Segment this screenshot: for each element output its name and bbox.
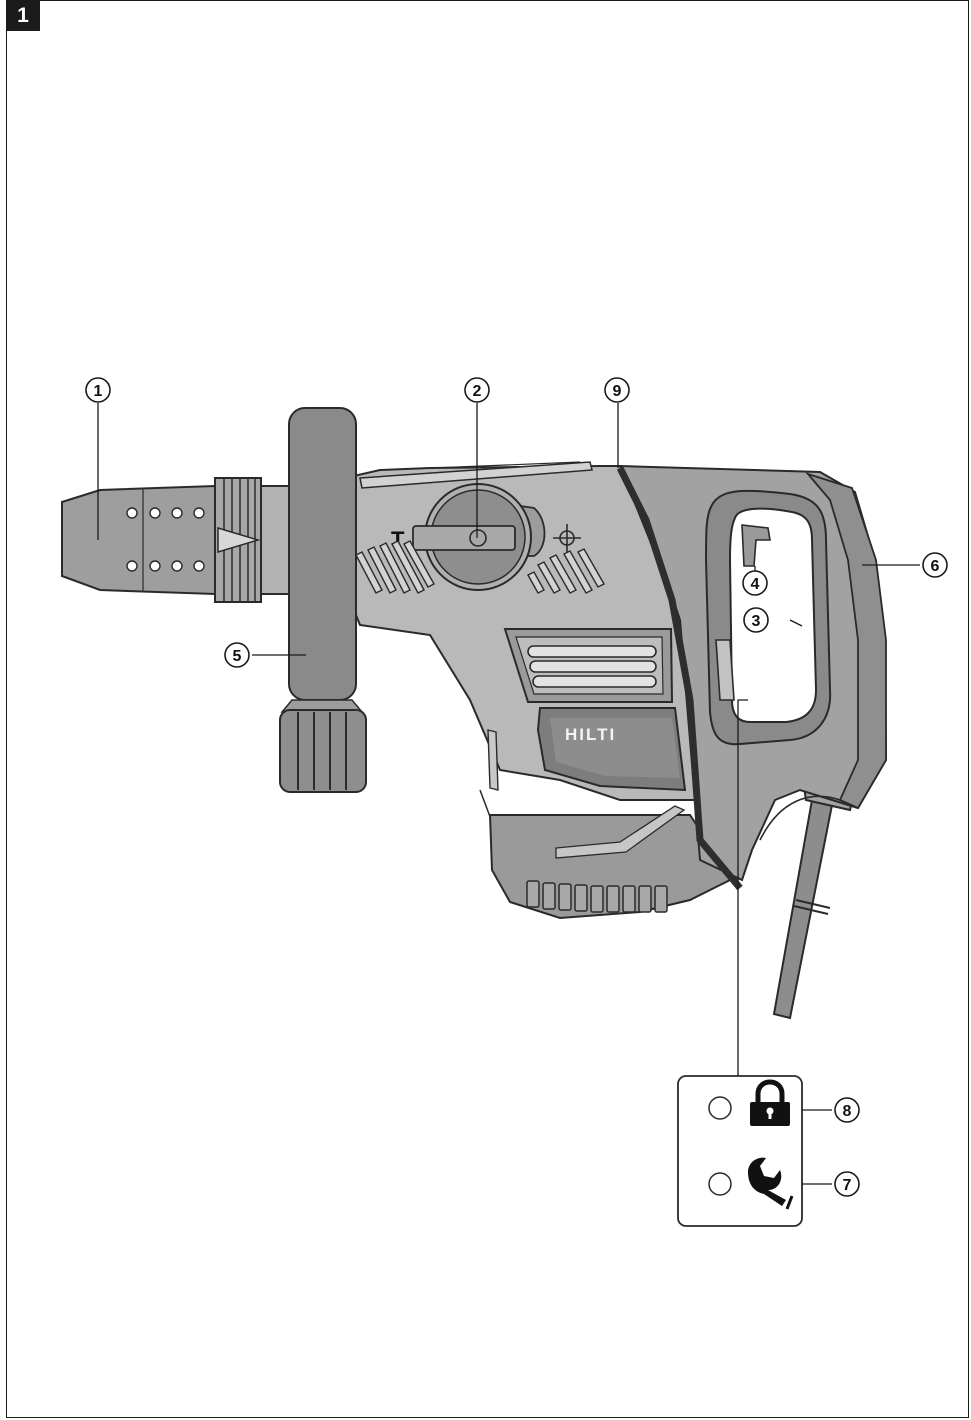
gear-housing bbox=[488, 805, 732, 920]
svg-text:4: 4 bbox=[751, 576, 760, 593]
callout-8: 8 bbox=[834, 1097, 860, 1123]
callout-4: 4 bbox=[742, 570, 768, 596]
lock-icon bbox=[750, 1079, 790, 1126]
cooling-slots-left bbox=[355, 540, 435, 594]
callout-6: 6 bbox=[922, 552, 948, 578]
callout-1: 1 bbox=[85, 377, 111, 403]
cooling-slots-right bbox=[527, 548, 605, 594]
side-handle bbox=[279, 407, 367, 793]
svg-text:8: 8 bbox=[843, 1103, 852, 1120]
svg-text:1: 1 bbox=[94, 383, 103, 400]
svg-text:9: 9 bbox=[613, 383, 622, 400]
service-indicator-lamp bbox=[708, 1172, 732, 1196]
svg-text:2: 2 bbox=[473, 383, 482, 400]
vent-grille bbox=[503, 628, 674, 703]
chuck bbox=[61, 477, 292, 603]
leader-lines bbox=[97, 403, 920, 1185]
function-selector: T bbox=[391, 483, 581, 591]
svg-text:5: 5 bbox=[233, 648, 242, 665]
callout-5: 5 bbox=[224, 642, 250, 668]
brand-label: HILTI bbox=[536, 707, 687, 792]
svg-text:3: 3 bbox=[752, 613, 761, 630]
callout-7: 7 bbox=[834, 1171, 860, 1197]
lock-indicator-lamp bbox=[708, 1096, 732, 1120]
lock-button bbox=[741, 524, 771, 567]
rotation-mode-icon bbox=[553, 524, 581, 552]
svg-text:6: 6 bbox=[931, 558, 940, 575]
side-latch bbox=[487, 729, 499, 791]
brand-text: HILTI bbox=[565, 725, 616, 744]
indicator-panel bbox=[677, 1075, 803, 1227]
callout-2: 2 bbox=[464, 377, 490, 403]
callout-3: 3 bbox=[743, 607, 769, 633]
wrench-icon bbox=[748, 1157, 794, 1210]
main-grip bbox=[616, 464, 888, 891]
callout-9: 9 bbox=[604, 377, 630, 403]
figure-number-badge: 1 bbox=[6, 0, 40, 31]
svg-text:7: 7 bbox=[843, 1177, 852, 1194]
page-frame bbox=[6, 0, 969, 1418]
control-switch bbox=[715, 639, 735, 701]
